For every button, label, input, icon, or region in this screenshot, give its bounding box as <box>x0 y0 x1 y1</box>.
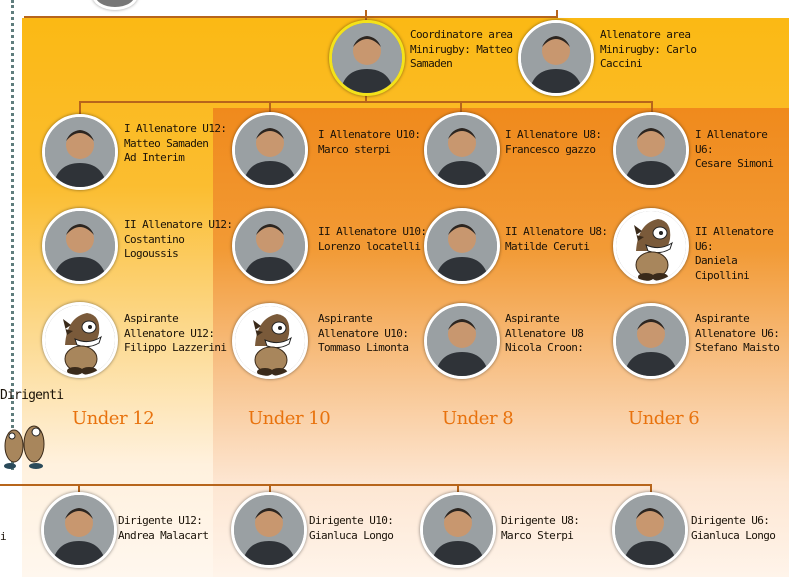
dirigente-u8-photo <box>420 492 496 568</box>
u12-aspiring-mascot <box>42 302 118 378</box>
u10-connector <box>269 101 271 115</box>
orange-background <box>213 108 789 577</box>
u10-aspiring-mascot <box>232 303 308 379</box>
u12-second-coach-photo <box>42 208 118 284</box>
u12-aspiring-label: Aspirante Allenatore U12: Filippo Lazzer… <box>124 312 227 354</box>
u10-title: Under 10 <box>248 408 331 429</box>
coach-label: Allenatore area Minirugby: Carlo Caccini <box>600 28 697 70</box>
u8-first-coach-photo <box>424 112 500 188</box>
u6-second-coach-mascot <box>613 208 689 284</box>
left-cut-text: i <box>0 530 7 543</box>
dir-u12-connector <box>78 484 80 494</box>
u10-first-coach-label: I Allenatore U10: Marco sterpi <box>318 128 421 156</box>
u8-connector <box>460 101 462 115</box>
u8-first-coach-label: I Allenatore U8: Francesco gazzo <box>505 128 602 156</box>
u12-first-coach-label: I Allenatore U12: Matteo Samaden Ad Inte… <box>124 122 227 164</box>
u12-title: Under 12 <box>72 408 155 429</box>
coordinator-connector <box>365 10 367 20</box>
u6-first-coach-label: I Allenatore U6: Cesare Simoni <box>695 128 774 170</box>
u8-second-coach-photo <box>424 208 500 284</box>
dir-u10-connector <box>269 484 271 494</box>
u10-aspiring-label: Aspirante Allenatore U10: Tommaso Limont… <box>318 312 409 354</box>
dirigente-u10-label: Dirigente U10: Gianluca Longo <box>309 514 394 542</box>
dir-u8-connector <box>457 484 459 494</box>
dotted-divider <box>11 0 14 470</box>
coordinator-label: Coordinatore area Minirugby: Matteo Sama… <box>410 28 513 70</box>
dirigente-u12-photo <box>41 492 117 568</box>
top-connector-right <box>556 10 558 18</box>
dirigente-u12-label: Dirigente U12: Andrea Malacart <box>118 514 209 542</box>
u6-first-coach-photo <box>613 112 689 188</box>
dirigenti-mascot-icon <box>4 425 45 469</box>
u8-aspiring-label: Aspirante Allenatore U8 Nicola Croon: <box>505 312 584 354</box>
dirigente-u8-label: Dirigente U8: Marco Sterpi <box>501 514 580 542</box>
u6-title: Under 6 <box>628 408 700 429</box>
u12-first-coach-photo <box>42 114 118 190</box>
dirigente-u10-photo <box>231 492 307 568</box>
u10-first-coach-photo <box>232 112 308 188</box>
coach-photo <box>518 20 594 96</box>
dirigenti-title: Dirigenti <box>0 388 64 403</box>
u10-second-coach-label: II Allenatore U10: Lorenzo locatelli <box>318 225 427 253</box>
u8-aspiring-coach-photo <box>424 303 500 379</box>
u12-connector <box>79 101 81 117</box>
dir-u6-connector <box>650 484 652 494</box>
dirigenti-connector <box>0 484 652 486</box>
u6-connector <box>651 101 653 115</box>
top-connector <box>24 16 558 18</box>
u10-second-coach-photo <box>232 208 308 284</box>
u8-second-coach-label: II Allenatore U8: Matilde Ceruti <box>505 225 608 253</box>
u6-aspiring-coach-photo <box>613 303 689 379</box>
dirigente-u6-label: Dirigente U6: Gianluca Longo <box>691 514 776 542</box>
u6-aspiring-label: Aspirante Allenatore U6: Stefano Maisto <box>695 312 780 354</box>
coaches-connector <box>79 101 653 103</box>
u12-second-coach-label: II Allenatore U12: Costantino Logoussis <box>124 218 233 260</box>
coordinator-down-connector <box>365 92 367 102</box>
dirigente-u6-photo <box>612 492 688 568</box>
top-partial-avatar <box>92 0 138 10</box>
u6-second-coach-label: II Allenatore U6: Daniela Cipollini <box>695 225 774 282</box>
coordinator-photo <box>329 20 405 96</box>
u8-title: Under 8 <box>442 408 514 429</box>
